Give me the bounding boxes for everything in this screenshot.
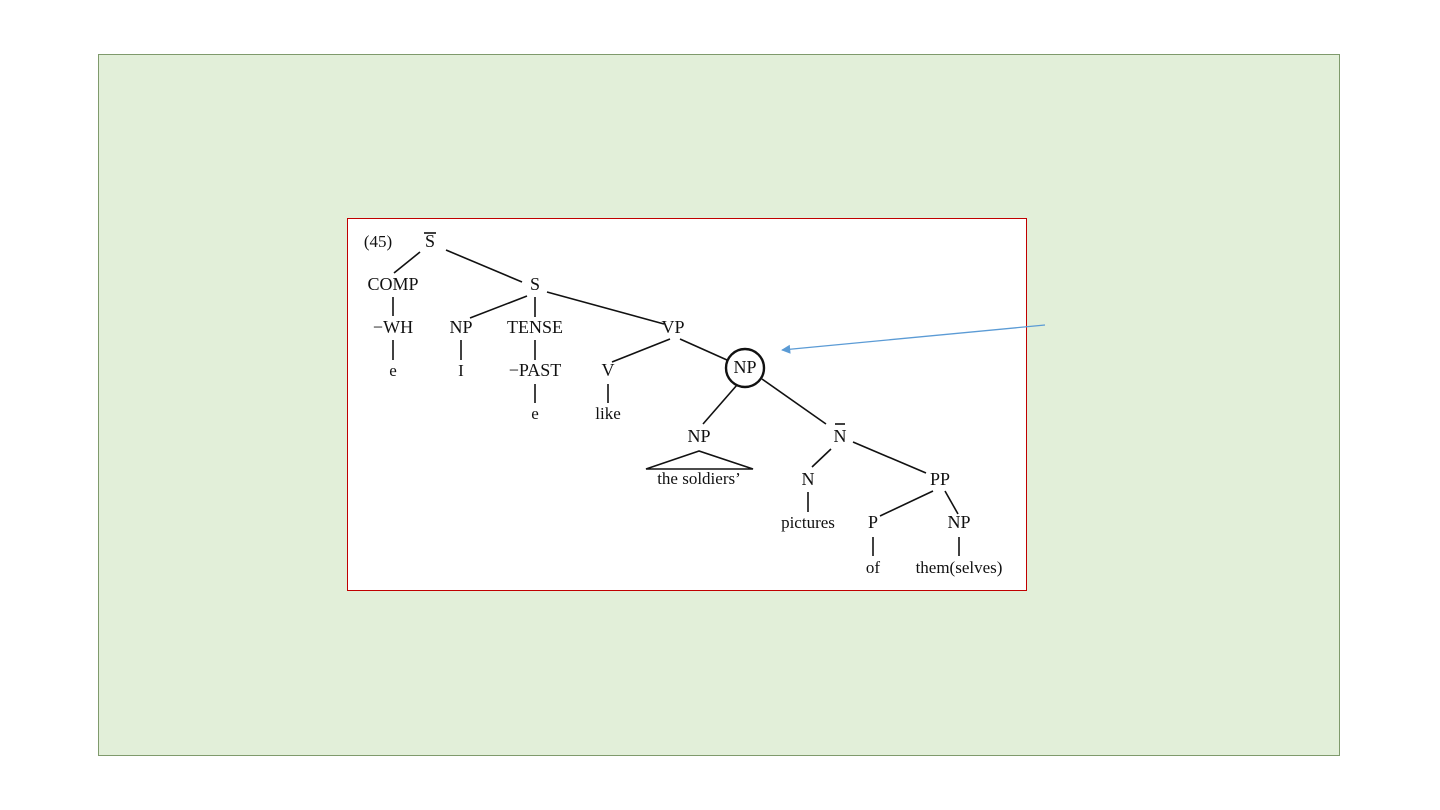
- example-number: (45): [364, 232, 392, 251]
- leaf-pictures: pictures: [781, 513, 835, 532]
- node-vp: VP: [661, 317, 684, 337]
- node-past: −PAST: [509, 360, 562, 380]
- edge-pp-p: [879, 490, 934, 517]
- np-triangle: [645, 450, 754, 470]
- edge-np-nbar: [761, 378, 827, 425]
- edge-sbar-s: [445, 249, 523, 283]
- node-np-subject: NP: [449, 317, 472, 337]
- edge-nbar-pp: [852, 441, 927, 474]
- node-v: V: [602, 360, 615, 380]
- edge-s-vp: [546, 291, 665, 325]
- node-np-possessor: NP: [687, 426, 710, 446]
- leaf-i: I: [458, 361, 464, 380]
- tree-edges: [392, 249, 960, 556]
- edge-pp-np: [944, 490, 959, 515]
- node-wh: −WH: [373, 317, 413, 337]
- node-s: S: [530, 274, 540, 294]
- leaf-themselves: them(selves): [916, 558, 1003, 577]
- leaf-like: like: [595, 404, 621, 423]
- node-n: N: [802, 469, 815, 489]
- node-p: P: [868, 512, 878, 532]
- edge-vp-np: [679, 338, 728, 361]
- node-pp: PP: [930, 469, 950, 489]
- syntax-tree-figure: [347, 218, 1027, 591]
- annotation-arrow: [781, 324, 1046, 354]
- node-np-reflexive: NP: [947, 512, 970, 532]
- node-sbar: S: [425, 231, 435, 251]
- leaf-e-comp: e: [389, 361, 397, 380]
- edge-s-np: [469, 295, 528, 319]
- edge-np-np: [702, 384, 738, 425]
- edge-nbar-n: [811, 448, 832, 468]
- node-comp: COMP: [367, 274, 418, 294]
- node-nbar: N: [834, 426, 847, 446]
- edge-vp-v: [611, 338, 671, 363]
- leaf-the-soldiers: the soldiers’: [657, 469, 741, 488]
- edge-sbar-comp: [393, 251, 421, 274]
- node-tense: TENSE: [507, 317, 563, 337]
- node-np-object: NP: [733, 357, 756, 377]
- leaf-e-tense: e: [531, 404, 539, 423]
- highlight-circle: [724, 347, 766, 389]
- leaf-of: of: [866, 558, 881, 577]
